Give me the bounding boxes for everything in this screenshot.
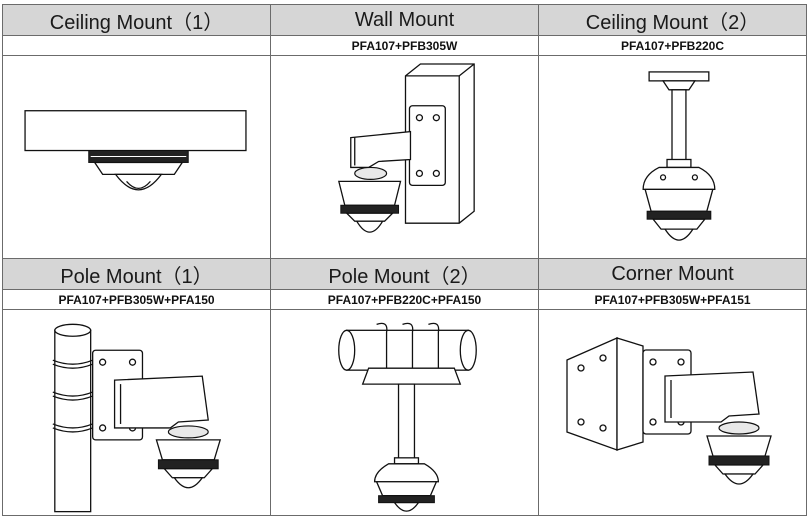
panel-model-ceiling-mount-2: PFA107+PFB220C xyxy=(539,36,806,56)
corner-mount-illustration xyxy=(539,310,806,515)
pole-mount-1-illustration xyxy=(3,310,271,515)
panel-title-ceiling-mount-2: Ceiling Mount（2） xyxy=(539,5,806,36)
panel-model-wall-mount: PFA107+PFB305W xyxy=(271,36,539,56)
mount-options-table: Ceiling Mount（1） Wall Mount Ceiling Moun… xyxy=(2,4,807,516)
panel-model-pole-mount-1: PFA107+PFB305W+PFA150 xyxy=(3,290,271,310)
panel-model-pole-mount-2: PFA107+PFB220C+PFA150 xyxy=(271,290,539,310)
ceiling-mount-1-illustration xyxy=(3,56,271,259)
ceiling-mount-2-illustration xyxy=(539,56,806,259)
panel-title-wall-mount: Wall Mount xyxy=(271,5,539,36)
wall-mount-illustration xyxy=(271,56,539,259)
pole-mount-2-illustration xyxy=(271,310,539,515)
panel-title-pole-mount-2: Pole Mount（2） xyxy=(271,259,539,290)
panel-title-pole-mount-1: Pole Mount（1） xyxy=(3,259,271,290)
panel-title-corner-mount: Corner Mount xyxy=(539,259,806,290)
panel-model-corner-mount: PFA107+PFB305W+PFA151 xyxy=(539,290,806,310)
panel-model-ceiling-mount-1 xyxy=(3,36,271,56)
panel-title-ceiling-mount-1: Ceiling Mount（1） xyxy=(3,5,271,36)
